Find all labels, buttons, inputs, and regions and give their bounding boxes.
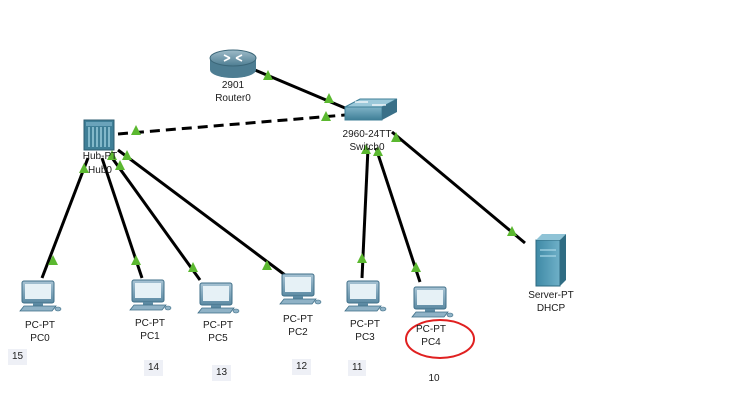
pc0-model-label: PC-PT bbox=[25, 320, 55, 331]
pc5-model-label: PC-PT bbox=[203, 320, 233, 331]
link-up-indicator bbox=[357, 253, 367, 263]
link-hub-pc5[interactable] bbox=[108, 154, 202, 281]
pc0-badge: 15 bbox=[8, 349, 28, 365]
link-up-indicator bbox=[131, 255, 141, 265]
pc5-badge: 13 bbox=[212, 365, 232, 381]
pc5-icon[interactable] bbox=[197, 282, 240, 314]
link-up-indicator bbox=[507, 226, 517, 236]
link-up-indicator bbox=[122, 150, 132, 160]
switch-model-label: 2960-24TT bbox=[342, 129, 392, 140]
pc4-badge: 10 bbox=[428, 373, 440, 384]
pc2-name-label: PC2 bbox=[288, 327, 308, 338]
link-up-indicator bbox=[188, 262, 198, 272]
pc1-badge: 14 bbox=[144, 360, 164, 376]
link-up-indicator bbox=[411, 262, 421, 272]
link-switch-pc4[interactable] bbox=[374, 147, 422, 283]
link-up-indicator bbox=[115, 160, 125, 170]
pc2-model-label: PC-PT bbox=[283, 314, 313, 325]
links-layer bbox=[40, 66, 526, 283]
link-up-indicator bbox=[131, 125, 141, 135]
pc4-highlight-circle bbox=[405, 319, 475, 359]
pc2-badge: 12 bbox=[292, 359, 312, 375]
hub-icon[interactable] bbox=[83, 119, 115, 151]
pc1-icon[interactable] bbox=[129, 279, 172, 311]
server-model-label: Server-PT bbox=[528, 290, 574, 301]
link-hub-switch[interactable] bbox=[117, 113, 346, 136]
link-up-indicator bbox=[79, 163, 89, 173]
pc4-model-label: PC-PT bbox=[416, 324, 446, 335]
switch-icon[interactable] bbox=[344, 98, 398, 121]
router-icon[interactable] bbox=[209, 49, 257, 78]
pc5-name-label: PC5 bbox=[208, 333, 228, 344]
hub-model-label: Hub-PT bbox=[82, 151, 118, 162]
link-up-indicator bbox=[107, 150, 117, 160]
hub-name-label: Hub0 bbox=[88, 165, 112, 176]
pc1-model-label: PC-PT bbox=[135, 318, 165, 329]
pc3-icon[interactable] bbox=[344, 280, 387, 312]
link-hub-pc2[interactable] bbox=[117, 148, 286, 277]
pc1-name-label: PC1 bbox=[140, 331, 160, 342]
switch-name-label: Switch0 bbox=[349, 142, 385, 153]
link-up-indicator bbox=[373, 146, 383, 156]
link-hub-pc0[interactable] bbox=[40, 157, 90, 279]
pc3-model-label: PC-PT bbox=[350, 319, 380, 330]
link-up-indicator bbox=[48, 255, 58, 265]
server-icon[interactable] bbox=[535, 234, 566, 287]
router-name-label: Router0 bbox=[215, 93, 251, 104]
pc3-name-label: PC3 bbox=[355, 332, 375, 343]
router-model-label: 2901 bbox=[221, 80, 245, 91]
pc4-name-label: PC4 bbox=[421, 337, 441, 348]
pc3-badge: 11 bbox=[348, 360, 367, 376]
pc-icons-layer bbox=[19, 273, 454, 318]
link-up-indicator bbox=[391, 132, 401, 142]
pc2-icon[interactable] bbox=[279, 273, 322, 305]
link-up-indicator bbox=[324, 93, 334, 103]
pc4-icon[interactable] bbox=[411, 286, 454, 318]
link-up-indicator bbox=[262, 260, 272, 270]
link-up-indicator bbox=[263, 70, 273, 80]
server-name-label: DHCP bbox=[536, 303, 566, 314]
pc0-icon[interactable] bbox=[19, 280, 62, 312]
link-switch-server[interactable] bbox=[391, 130, 526, 245]
link-status-layer bbox=[48, 70, 517, 272]
link-up-indicator bbox=[321, 111, 331, 121]
pc0-name-label: PC0 bbox=[30, 333, 50, 344]
link-up-indicator bbox=[361, 144, 371, 154]
